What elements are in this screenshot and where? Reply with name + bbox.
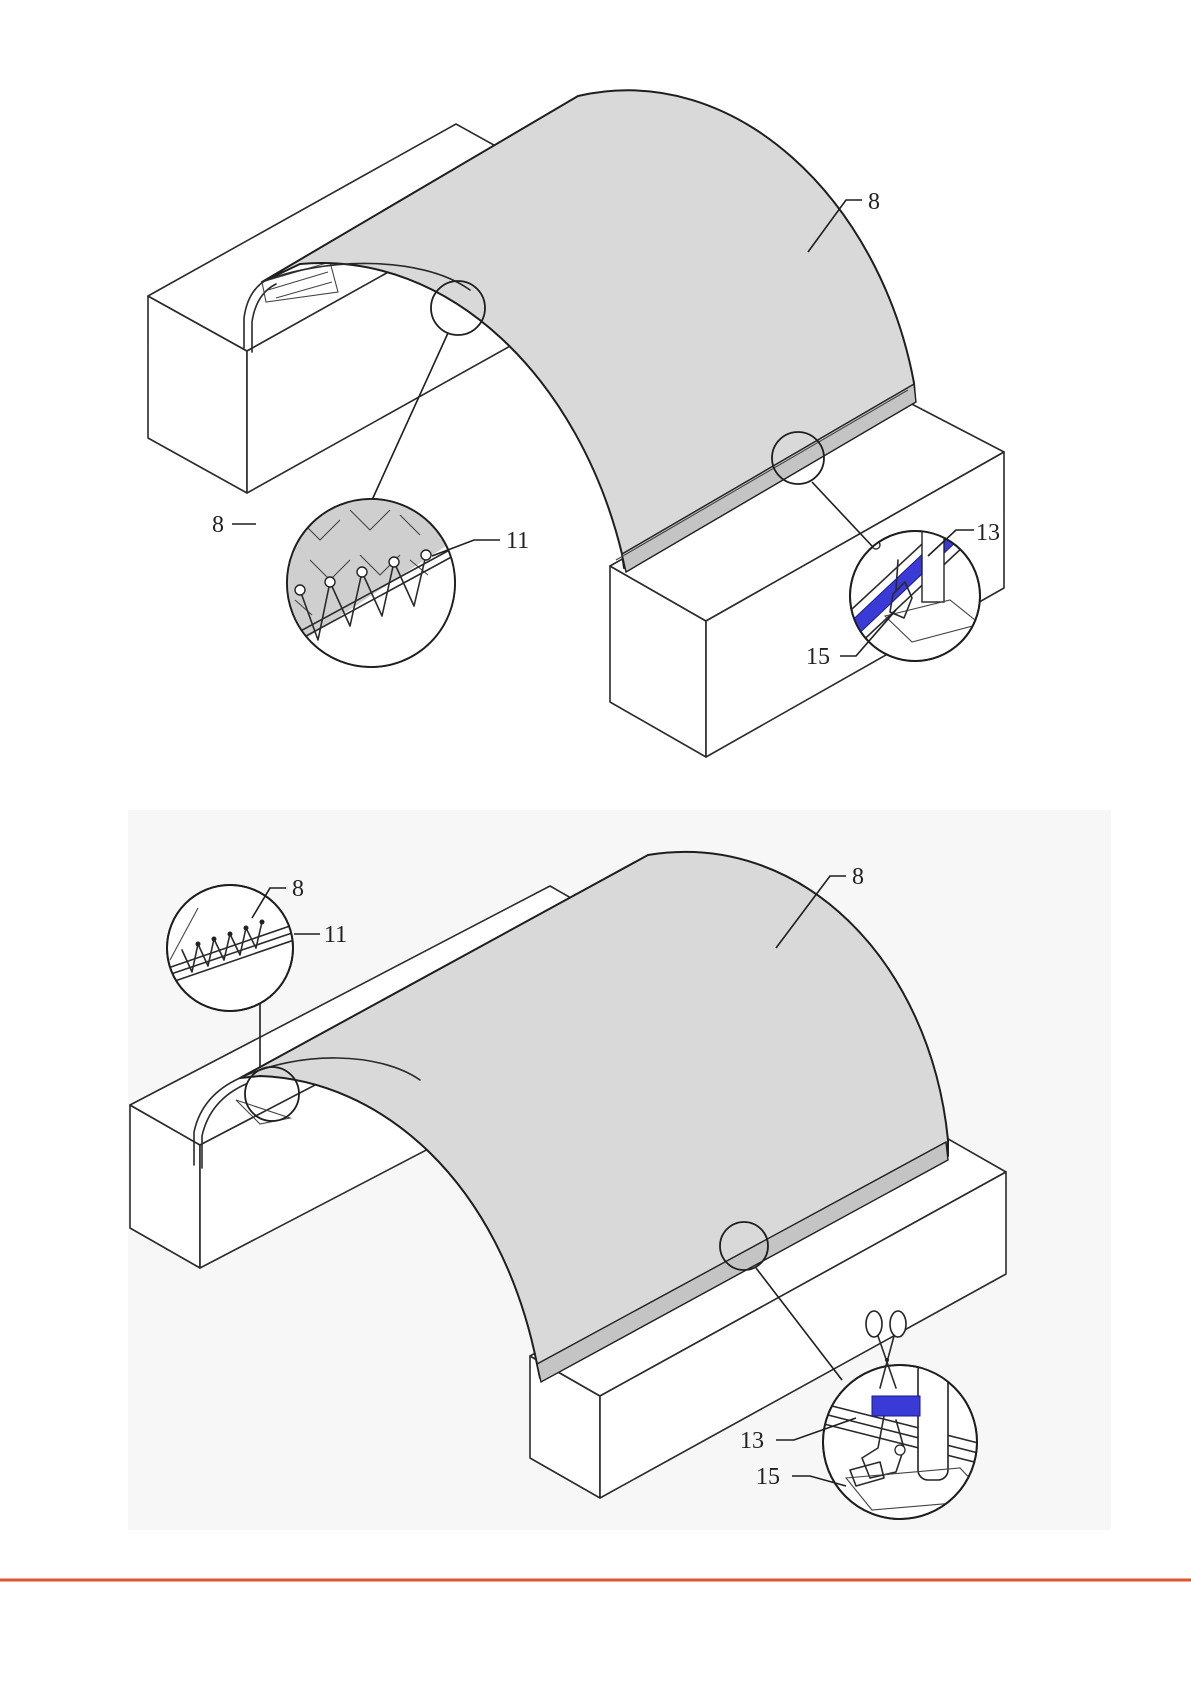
top-label-15-hook: 15 xyxy=(806,644,830,670)
bottom-detail-lacing xyxy=(167,885,294,1011)
top-label-8-fabric: 8 xyxy=(212,512,224,538)
top-detail-lacing xyxy=(280,490,470,680)
top-figure: 8 8 11 13 15 xyxy=(148,90,1004,757)
bottom-figure: 8 11 8 13 15 xyxy=(128,810,1111,1530)
bottom-label-8-canopy: 8 xyxy=(852,864,864,890)
top-label-8-canopy: 8 xyxy=(868,189,880,215)
bottom-label-11-lacing: 11 xyxy=(324,922,347,948)
bottom-label-8-fabric: 8 xyxy=(292,876,304,902)
top-label-13-strap: 13 xyxy=(976,520,1000,546)
bottom-label-13-strap: 13 xyxy=(740,1428,764,1454)
bottom-label-15-hook: 15 xyxy=(756,1464,780,1490)
top-label-11-lacing: 11 xyxy=(506,528,529,554)
